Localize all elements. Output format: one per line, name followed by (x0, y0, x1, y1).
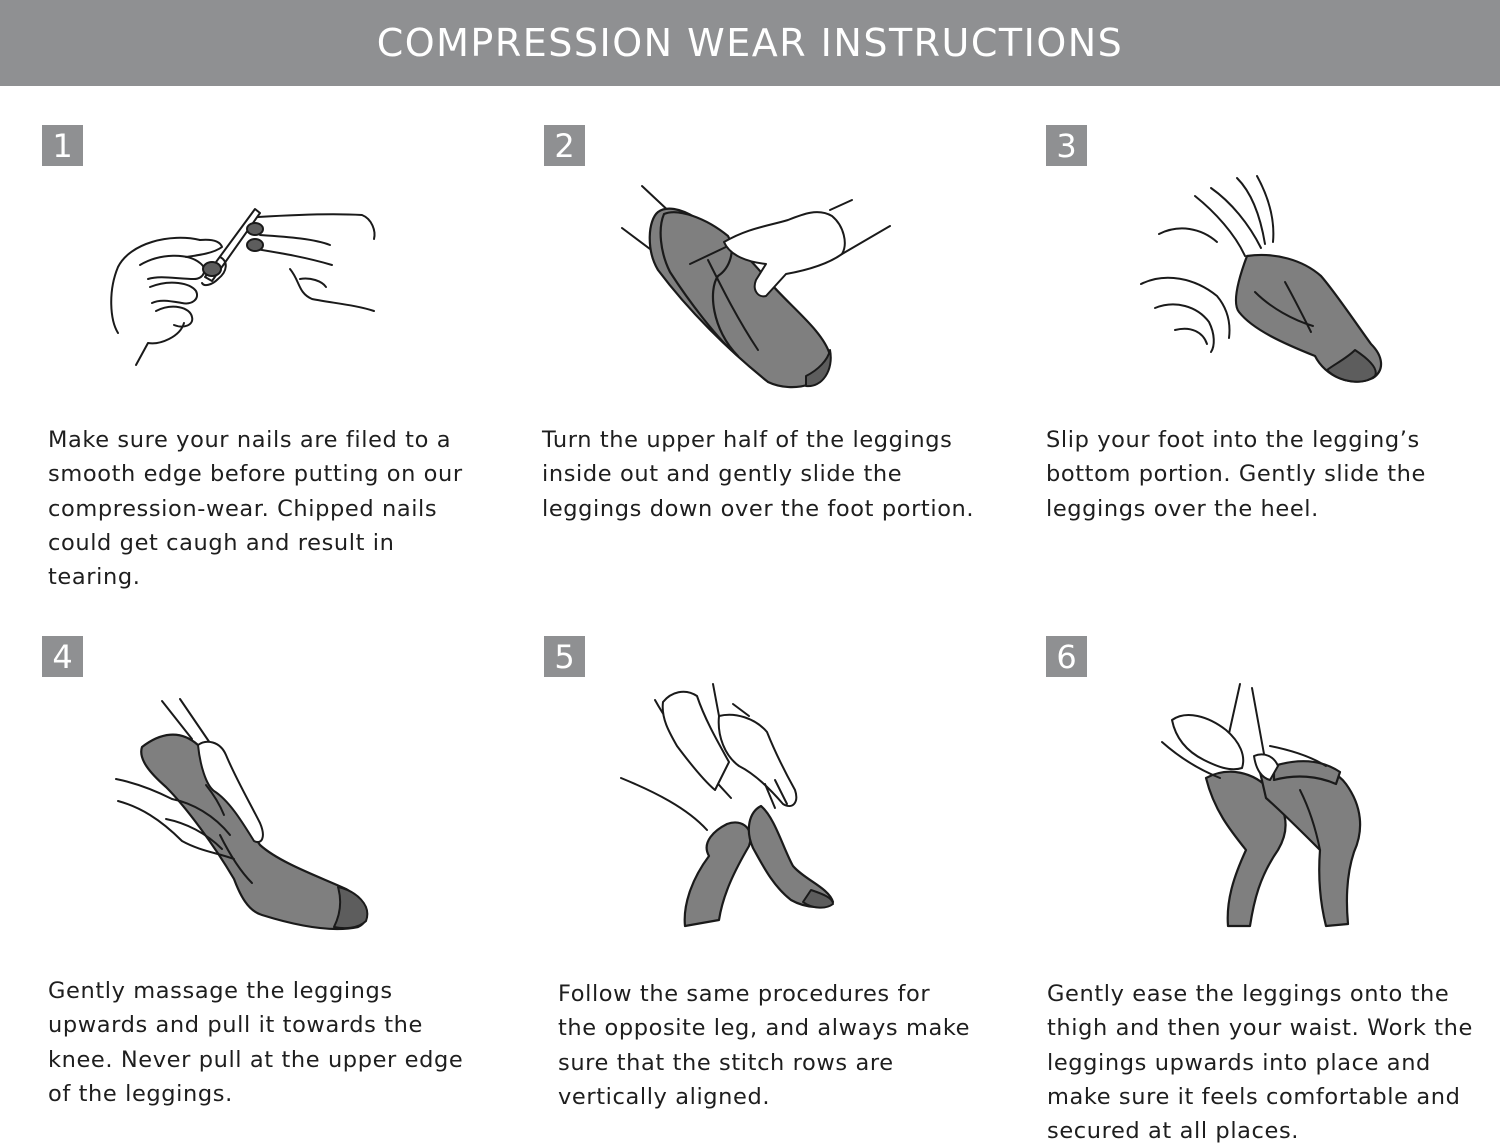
step-number-badge: 6 (1046, 636, 1087, 677)
page-title: COMPRESSION WEAR INSTRUCTIONS (376, 21, 1124, 65)
step-description: Gently massage the leggings upwards and … (48, 978, 464, 1107)
step-description: Gently ease the leggings onto the thigh … (1047, 981, 1473, 1145)
step-number-badge: 2 (544, 125, 585, 166)
step-description: Follow the same procedures for the oppos… (558, 981, 971, 1110)
step-description: Make sure your nails are filed to a smoo… (48, 427, 463, 591)
opposite-leg-illustration (620, 683, 835, 928)
nail-file-illustration (110, 208, 376, 366)
step-number-badge: 3 (1046, 125, 1087, 166)
thigh-waist-illustration (1161, 683, 1362, 928)
step-number-badge: 4 (42, 636, 83, 677)
step-description: Turn the upper half of the leggings insi… (542, 427, 975, 522)
step-number-badge: 5 (544, 636, 585, 677)
foot-slip-illustration (1140, 175, 1383, 383)
step-description: Slip your foot into the legging’s bottom… (1046, 427, 1426, 522)
inside-out-leggings-illustration (621, 185, 891, 389)
header-banner: COMPRESSION WEAR INSTRUCTIONS (0, 0, 1500, 86)
step-number-badge: 1 (42, 125, 83, 166)
massage-upwards-illustration (115, 698, 369, 931)
